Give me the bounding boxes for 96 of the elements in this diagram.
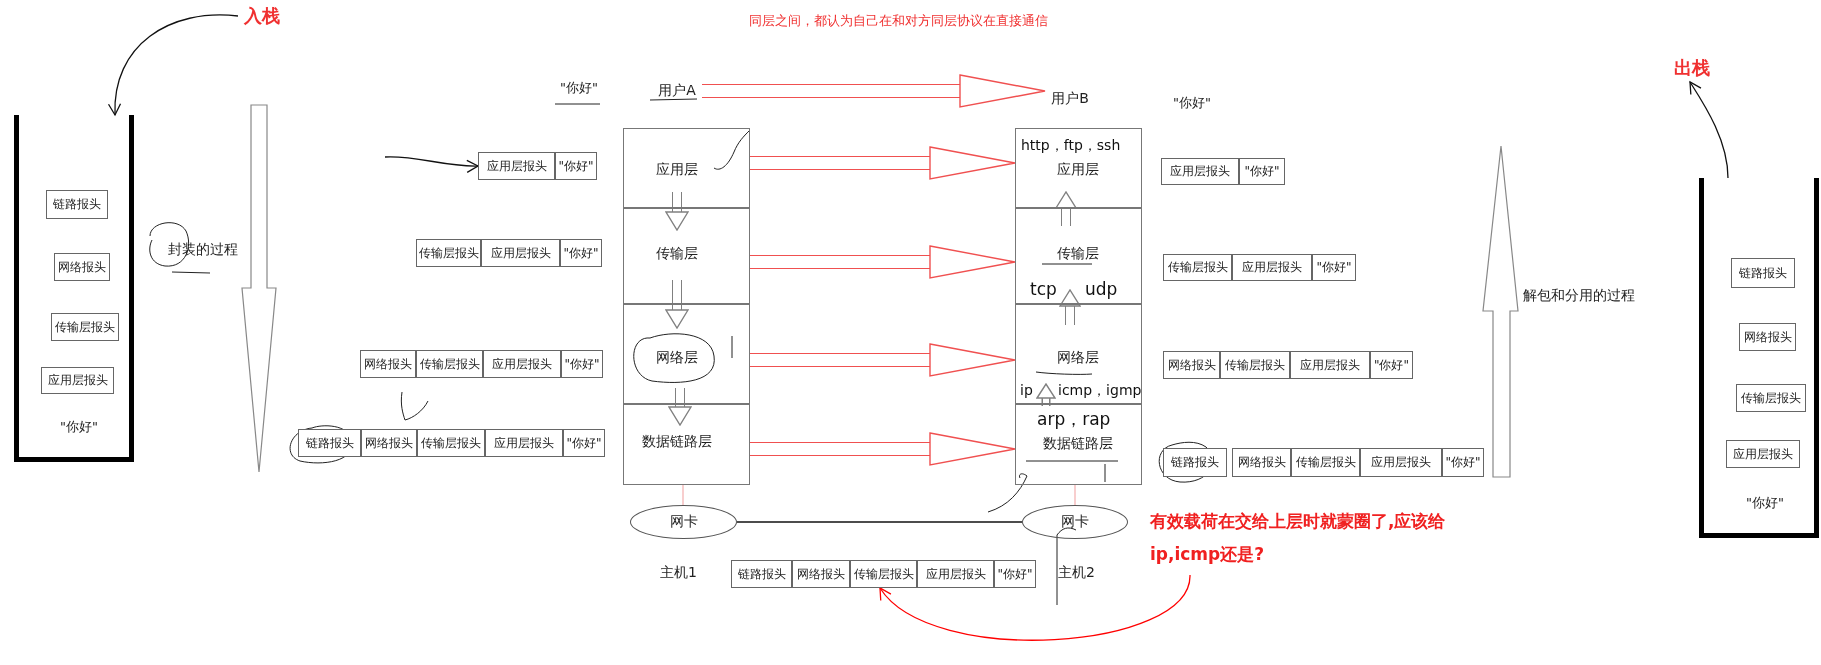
layer-box	[1015, 304, 1142, 404]
layer-arrow	[1059, 289, 1081, 325]
header-box: 链路报头	[731, 560, 792, 588]
header-box: 传输层报头	[1736, 384, 1806, 412]
payload-box: "你好"	[1312, 254, 1356, 281]
payload-box: "你好"	[555, 152, 597, 180]
payload-box: "你好"	[560, 239, 602, 267]
layer-name: 应用层	[1057, 161, 1099, 179]
header-box: 链路报头	[1731, 258, 1795, 288]
payload-box: "你好"	[1370, 351, 1413, 379]
protocol-label: tcp	[1030, 279, 1057, 299]
header-box: 应用层报头	[481, 239, 560, 267]
header-box: 传输层报头	[417, 429, 485, 457]
hand-drawn-arrow	[384, 156, 479, 173]
layer-box	[623, 404, 750, 485]
layer-arrow	[1055, 191, 1077, 226]
header-box: 网络报头	[1739, 323, 1796, 351]
header-box: 应用层报头	[41, 367, 114, 394]
payload-text: "你好"	[560, 79, 598, 97]
peer-arrow	[750, 245, 1016, 279]
title-text: 同层之间，都认为自己在和对方同层协议在直接通信	[749, 12, 1048, 30]
layer-box	[1015, 404, 1142, 485]
header-box: 应用层报头	[478, 152, 555, 180]
layer-name: 传输层	[656, 245, 698, 263]
payload-box: "你好"	[994, 560, 1036, 588]
payload-text: "你好"	[60, 418, 98, 436]
cable-line	[736, 521, 1023, 523]
header-box: 应用层报头	[483, 350, 561, 378]
payload-box: "你好"	[563, 429, 605, 457]
host-label: 主机2	[1058, 564, 1095, 582]
header-box: 传输层报头	[1291, 448, 1360, 477]
stack-label: 入栈	[238, 2, 286, 30]
header-box: 应用层报头	[1161, 158, 1239, 185]
payload-text: "你好"	[1746, 494, 1784, 512]
layer-arrow	[1036, 383, 1056, 406]
header-box: 网络报头	[1232, 448, 1291, 477]
payload-text: "你好"	[1173, 94, 1211, 112]
layer-name: 网络层	[656, 349, 698, 367]
header-box: 网络报头	[1163, 351, 1220, 379]
header-box: 应用层报头	[1360, 448, 1442, 477]
header-box: 应用层报头	[1290, 351, 1370, 379]
host-label: 主机1	[660, 564, 697, 582]
header-box: 链路报头	[298, 429, 361, 457]
user-label: 用户A	[652, 80, 702, 102]
peer-arrow	[750, 146, 1016, 180]
hand-drawn-arrow	[108, 14, 239, 116]
header-box: 传输层报头	[1220, 351, 1290, 379]
protocol-label: ip	[1020, 382, 1033, 398]
stack-container	[1699, 178, 1819, 538]
layer-arrow	[668, 388, 692, 426]
header-box: 网络报头	[361, 429, 417, 457]
hand-drawn-arrow	[1689, 81, 1729, 179]
header-box: 应用层报头	[1726, 440, 1800, 468]
payload-box: "你好"	[1239, 158, 1285, 185]
header-box: 链路报头	[46, 190, 108, 219]
peer-arrow	[750, 432, 1016, 466]
stack-container	[14, 115, 134, 462]
header-box: 传输层报头	[416, 350, 483, 378]
process-label: 解包和分用的过程	[1523, 287, 1635, 305]
stack-label: 出栈	[1668, 54, 1716, 82]
header-box: 网络报头	[360, 350, 416, 378]
header-box: 传输层报头	[850, 560, 917, 588]
header-box: 应用层报头	[917, 560, 994, 588]
payload-box: "你好"	[1442, 448, 1484, 477]
layer-name: 数据链路层	[1043, 435, 1113, 453]
connector-line	[1074, 484, 1076, 506]
process-label: 封装的过程	[168, 241, 238, 259]
header-box: 传输层报头	[416, 239, 481, 267]
header-box: 应用层报头	[485, 429, 563, 457]
header-box: 传输层报头	[1163, 254, 1232, 281]
layer-name: 网络层	[1057, 349, 1099, 367]
layer-box	[1015, 128, 1142, 208]
payload-box: "你好"	[561, 350, 603, 378]
peer-arrow	[750, 343, 1016, 377]
layer-box	[1015, 208, 1142, 304]
user-label: 用户B	[1045, 88, 1095, 110]
question-note: 有效载荷在交给上层时就蒙圈了,应该给ip,icmp还是?	[1150, 505, 1472, 575]
header-box: 网络报头	[54, 253, 110, 281]
layer-arrow	[665, 280, 689, 329]
header-box: 网络报头	[792, 560, 850, 588]
layer-arrow	[665, 192, 689, 231]
layer-name: 数据链路层	[642, 433, 712, 451]
connector-line	[682, 484, 684, 506]
peer-arrow	[702, 74, 1046, 108]
protocol-label: icmp，igmp	[1058, 382, 1142, 400]
protocol-label: http，ftp，ssh	[1021, 137, 1121, 155]
layer-box	[623, 128, 750, 208]
header-box: 应用层报头	[1232, 254, 1312, 281]
layer-box	[623, 304, 750, 404]
protocol-label: udp	[1085, 279, 1118, 299]
hand-drawn-arrow	[879, 574, 1191, 641]
header-box: 传输层报头	[51, 313, 119, 341]
layer-name: 应用层	[656, 161, 698, 179]
header-box: 链路报头	[1163, 448, 1227, 477]
layer-name: 传输层	[1057, 245, 1099, 263]
layer-box	[623, 208, 750, 304]
